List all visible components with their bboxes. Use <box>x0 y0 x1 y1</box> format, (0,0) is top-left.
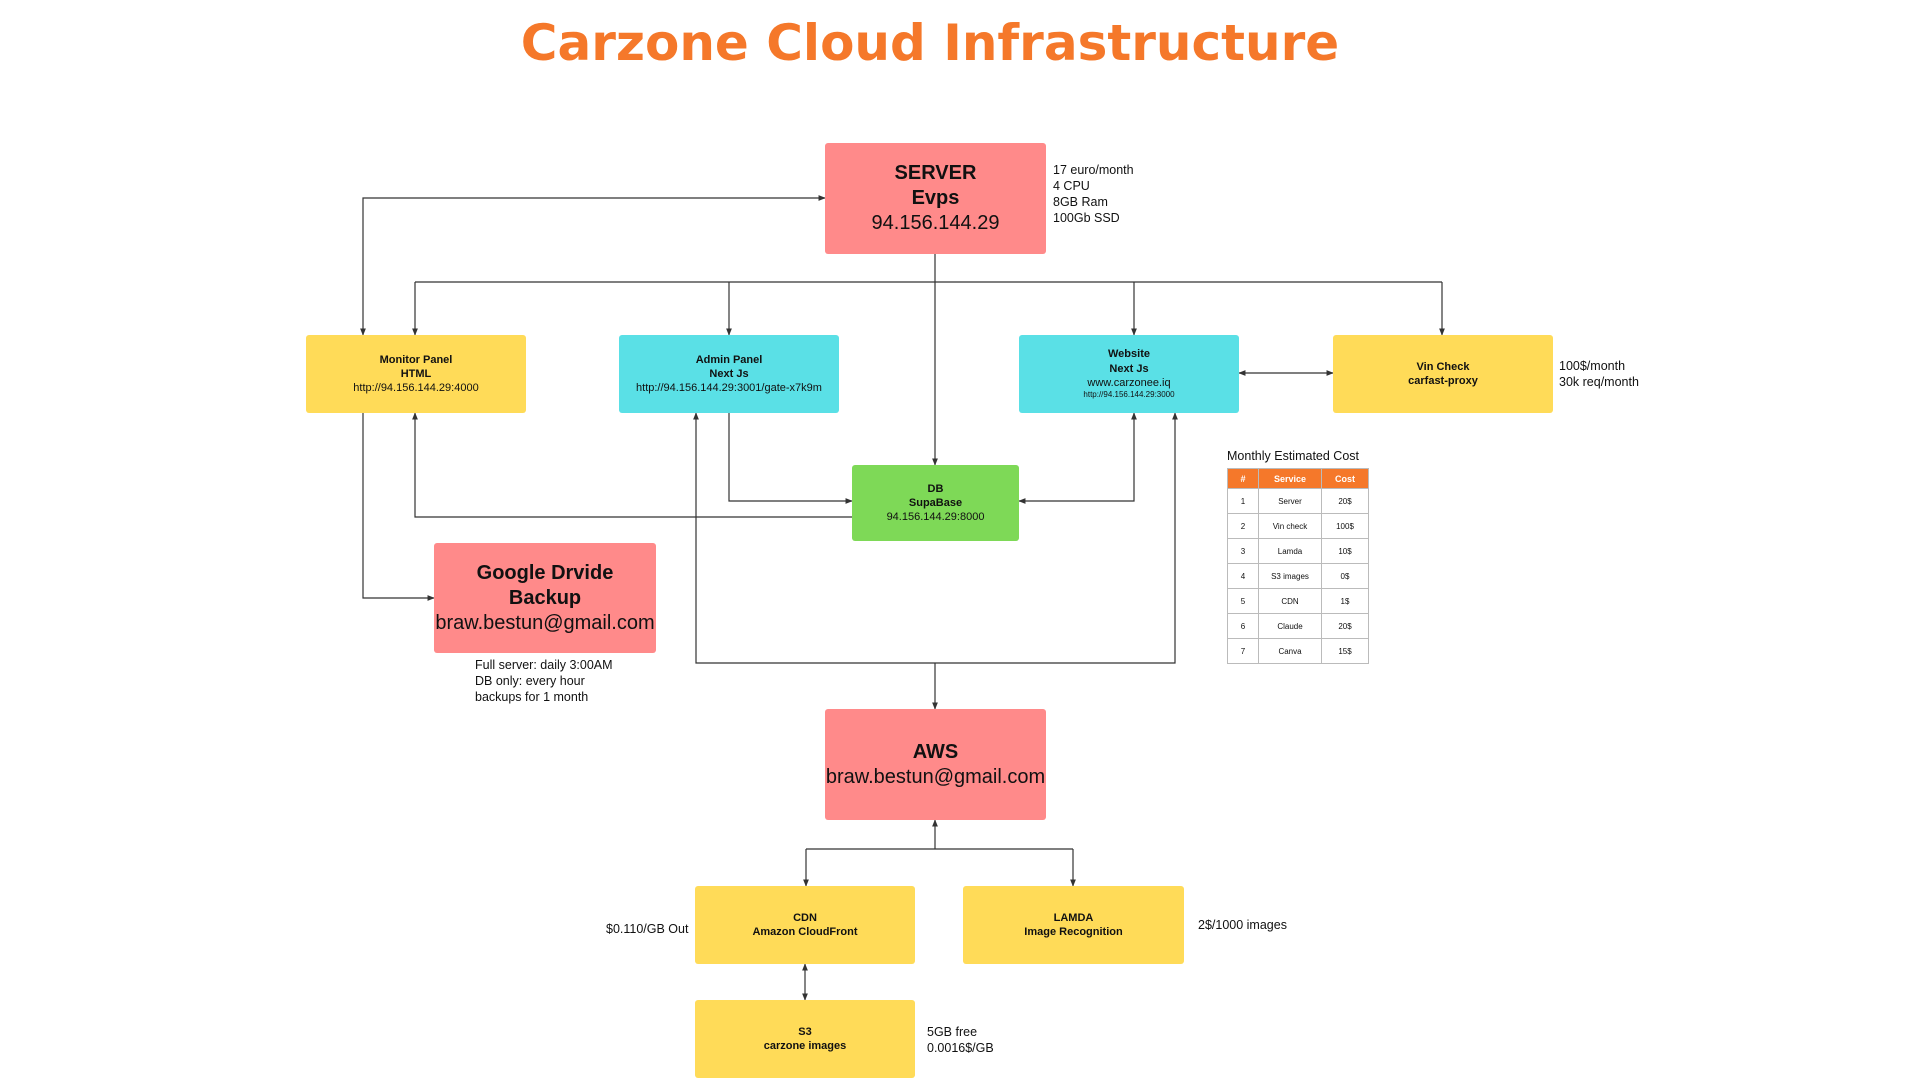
server-spec-ram: 8GB Ram <box>1053 195 1108 209</box>
website-domain: www.carzonee.iq <box>1087 376 1171 389</box>
db-address: 94.156.144.29:8000 <box>886 511 985 524</box>
lamda-purpose: Image Recognition <box>1024 926 1123 938</box>
backup-subtitle: Backup <box>508 586 582 609</box>
cdn-title: CDN <box>793 911 817 924</box>
aws-node[interactable]: AWS braw.bestun@gmail.com <box>825 709 1046 820</box>
backup-title: Google Drvide <box>476 561 614 584</box>
cost-cell-index: 3 <box>1227 538 1259 564</box>
backup-note-full: Full server: daily 3:00AM <box>475 658 613 672</box>
website-node[interactable]: Website Next Js www.carzonee.iq http://9… <box>1019 335 1239 413</box>
cost-cell-index: 7 <box>1227 638 1259 664</box>
monitor-panel-title: Monitor Panel <box>379 353 453 366</box>
admin-panel-url: http://94.156.144.29:3001/gate-x7k9m <box>636 382 822 395</box>
table-row: 5 CDN 1$ <box>1227 588 1369 614</box>
cdn-node[interactable]: CDN Amazon CloudFront <box>695 886 915 964</box>
cost-header-service: Service <box>1258 468 1322 489</box>
admin-panel-tech: Next Js <box>709 367 749 380</box>
server-title: SERVER <box>894 162 977 184</box>
s3-title: S3 <box>798 1025 812 1038</box>
cdn-price-note: $0.110/GB Out <box>606 922 689 936</box>
website-tech: Next Js <box>1109 362 1149 375</box>
server-specs: 17 euro/month 4 CPU 8GB Ram 100Gb SSD <box>1053 162 1134 226</box>
wire-monitor-to-server <box>360 195 826 336</box>
table-row: 7 Canva 15$ <box>1227 638 1369 664</box>
admin-panel-title: Admin Panel <box>695 353 763 366</box>
backup-notes: Full server: daily 3:00AM DB only: every… <box>475 657 613 705</box>
cost-cell-service: Vin check <box>1258 513 1322 539</box>
wire-db-to-monitor <box>412 412 852 518</box>
diagram-title: Carzone Cloud Infrastructure <box>520 14 1340 72</box>
server-spec-cpu: 4 CPU <box>1053 179 1090 193</box>
backup-note-retention: backups for 1 month <box>475 690 589 704</box>
website-url: http://94.156.144.29:3000 <box>1083 390 1175 400</box>
monitor-panel-tech: HTML <box>400 367 432 380</box>
s3-bucket: carzone images <box>763 1040 847 1052</box>
wire-admin-to-db <box>728 413 853 504</box>
lamda-price-note: 2$/1000 images <box>1198 918 1287 932</box>
cost-cell-cost: 100$ <box>1321 513 1369 539</box>
table-row: 6 Claude 20$ <box>1227 613 1369 639</box>
wire-website-to-db <box>1018 412 1137 504</box>
table-row: 4 S3 images 0$ <box>1227 563 1369 589</box>
cost-cell-service: Claude <box>1258 613 1322 639</box>
cost-cell-cost: 0$ <box>1321 563 1369 589</box>
s3-notes: 5GB free 0.0016$/GB <box>927 1024 994 1056</box>
table-row: 3 Lamda 10$ <box>1227 538 1369 564</box>
lamda-node[interactable]: LAMDA Image Recognition <box>963 886 1184 964</box>
vin-check-node[interactable]: Vin Check carfast-proxy <box>1333 335 1553 413</box>
cost-table: # Service Cost 1 Server 20$ 2 Vin check … <box>1227 468 1369 664</box>
cost-cell-service: S3 images <box>1258 563 1322 589</box>
s3-free-tier: 5GB free <box>927 1025 978 1039</box>
cost-cell-service: CDN <box>1258 588 1322 614</box>
cost-cell-cost: 20$ <box>1321 613 1369 639</box>
cost-table-title: Monthly Estimated Cost <box>1227 449 1359 463</box>
cost-cell-cost: 15$ <box>1321 638 1369 664</box>
server-type: Evps <box>911 187 960 209</box>
cost-cell-service: Canva <box>1258 638 1322 664</box>
cost-header-index: # <box>1227 468 1259 489</box>
cost-cell-index: 2 <box>1227 513 1259 539</box>
backup-email: braw.bestun@gmail.com <box>435 611 655 634</box>
aws-email: braw.bestun@gmail.com <box>825 765 1046 788</box>
cost-cell-index: 5 <box>1227 588 1259 614</box>
vin-check-requests: 30k req/month <box>1559 375 1639 389</box>
vin-check-title: Vin Check <box>1416 360 1470 373</box>
table-row: 2 Vin check 100$ <box>1227 513 1369 539</box>
db-node[interactable]: DB SupaBase 94.156.144.29:8000 <box>852 465 1019 541</box>
cost-cell-index: 4 <box>1227 563 1259 589</box>
vin-check-price: 100$/month <box>1559 359 1626 373</box>
cost-header-cost: Cost <box>1321 468 1369 489</box>
server-spec-disk: 100Gb SSD <box>1053 211 1120 225</box>
cost-cell-cost: 10$ <box>1321 538 1369 564</box>
table-row: 1 Server 20$ <box>1227 488 1369 514</box>
lamda-title: LAMDA <box>1053 911 1094 924</box>
cost-cell-service: Server <box>1258 488 1322 514</box>
wire-monitor-to-backup <box>362 413 435 601</box>
server-node[interactable]: SERVER Evps 94.156.144.29 <box>825 143 1046 254</box>
admin-panel-node[interactable]: Admin Panel Next Js http://94.156.144.29… <box>619 335 839 413</box>
cost-table-header-row: # Service Cost <box>1227 468 1369 489</box>
cost-cell-service: Lamda <box>1258 538 1322 564</box>
monitor-panel-node[interactable]: Monitor Panel HTML http://94.156.144.29:… <box>306 335 526 413</box>
db-title: DB <box>927 482 944 495</box>
vin-check-proxy: carfast-proxy <box>1408 375 1478 387</box>
s3-price: 0.0016$/GB <box>927 1041 994 1055</box>
s3-node[interactable]: S3 carzone images <box>695 1000 915 1078</box>
aws-title: AWS <box>912 740 959 763</box>
db-engine: SupaBase <box>908 496 963 509</box>
cost-cell-index: 6 <box>1227 613 1259 639</box>
backup-node[interactable]: Google Drvide Backup braw.bestun@gmail.c… <box>434 543 656 653</box>
monitor-panel-url: http://94.156.144.29:4000 <box>353 382 479 395</box>
cdn-provider: Amazon CloudFront <box>752 926 858 938</box>
backup-note-db: DB only: every hour <box>475 674 585 688</box>
vin-check-notes: 100$/month 30k req/month <box>1559 358 1639 390</box>
cost-cell-index: 1 <box>1227 488 1259 514</box>
server-ip: 94.156.144.29 <box>871 212 1000 234</box>
server-spec-price: 17 euro/month <box>1053 163 1134 177</box>
website-title: Website <box>1108 348 1150 361</box>
cost-cell-cost: 1$ <box>1321 588 1369 614</box>
cost-cell-cost: 20$ <box>1321 488 1369 514</box>
